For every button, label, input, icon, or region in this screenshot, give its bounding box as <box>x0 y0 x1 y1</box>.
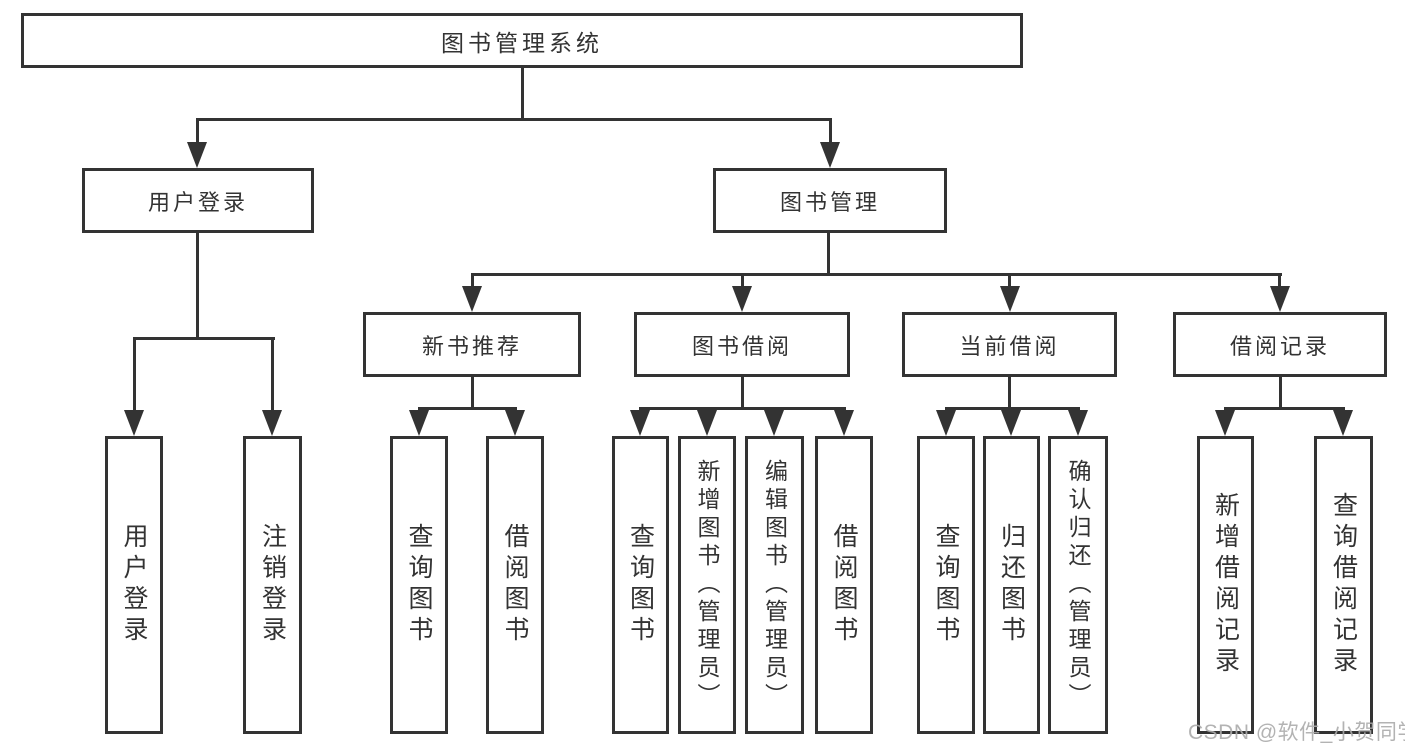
leaf-confirm-return-admin: 确认归还（管理员） <box>1048 436 1108 734</box>
leaf-label: 查询图书 <box>405 523 433 647</box>
node-label: 图书管理 <box>779 189 880 215</box>
arrowhead-to-leaf <box>1068 410 1088 436</box>
node-label: 新书推荐 <box>421 333 522 359</box>
leaf-label: 注销登录 <box>258 523 287 647</box>
node-label: 图书借阅 <box>691 333 792 359</box>
arrowhead-to-leaf-logout <box>262 410 282 436</box>
arrowhead-to-leaf-user-login <box>124 410 144 436</box>
leaf-query-books-borrow: 查询图书 <box>612 436 669 734</box>
leaf-query-books-current: 查询图书 <box>917 436 975 734</box>
leaf-label: 借阅图书 <box>501 523 529 647</box>
connector-book-management-stem <box>827 233 830 273</box>
connector-borrow-record-branch <box>1224 407 1345 410</box>
arrowhead-to-leaf <box>834 410 854 436</box>
leaf-add-borrow-record: 新增借阅记录 <box>1197 436 1254 734</box>
arrowhead-to-leaf <box>409 410 429 436</box>
connector-user-login-branch <box>133 337 275 340</box>
connector-book-management-branch <box>471 273 1282 276</box>
arrowhead-to-new-book-recommend <box>462 286 482 312</box>
connector-new-book-branch <box>418 407 517 410</box>
connector-arrow-stem <box>1278 273 1281 291</box>
arrowhead-to-leaf <box>1215 410 1235 436</box>
arrowhead-to-book-borrow <box>732 286 752 312</box>
leaf-edit-book-admin: 编辑图书（管理员） <box>745 436 804 734</box>
node-book-management: 图书管理 <box>713 168 947 233</box>
connector-arrow-stem <box>271 337 274 414</box>
node-label: 借阅记录 <box>1229 333 1330 359</box>
connector-root-stem <box>521 68 524 118</box>
leaf-label: 查询图书 <box>932 523 960 647</box>
leaf-query-borrow-record: 查询借阅记录 <box>1314 436 1373 734</box>
leaf-return-book: 归还图书 <box>983 436 1040 734</box>
leaf-borrow-books: 借阅图书 <box>815 436 873 734</box>
leaf-label: 归还图书 <box>997 523 1026 647</box>
arrowhead-to-borrow-record <box>1270 286 1290 312</box>
connector-arrow-stem <box>741 273 744 291</box>
leaf-label: 新增图书（管理员） <box>694 459 720 711</box>
arrowhead-to-user-login <box>187 142 207 168</box>
leaf-label: 借阅图书 <box>830 523 858 647</box>
node-label: 用户登录 <box>147 189 248 215</box>
leaf-user-login: 用户登录 <box>105 436 163 734</box>
connector-book-borrow-branch <box>639 407 846 410</box>
connector-arrow-stem <box>133 337 136 414</box>
csdn-watermark: CSDN @软件_小贺同学 <box>1188 721 1405 744</box>
leaf-add-book-admin: 新增图书（管理员） <box>678 436 736 734</box>
node-label: 图书管理系统 <box>441 29 603 56</box>
leaf-borrow-books-recommend: 借阅图书 <box>486 436 544 734</box>
connector-current-borrow-stem <box>1008 377 1011 407</box>
connector-arrow-stem <box>471 273 474 291</box>
arrowhead-to-leaf <box>764 410 784 436</box>
leaf-label: 确认归还（管理员） <box>1065 459 1091 711</box>
arrowhead-to-leaf <box>936 410 956 436</box>
arrowhead-to-leaf <box>697 410 717 436</box>
node-current-borrow: 当前借阅 <box>902 312 1117 377</box>
arrowhead-to-current-borrow <box>1000 286 1020 312</box>
arrowhead-to-leaf <box>1333 410 1353 436</box>
leaf-logout: 注销登录 <box>243 436 302 734</box>
connector-arrow-stem <box>196 118 199 146</box>
node-book-borrow: 图书借阅 <box>634 312 850 377</box>
leaf-label: 查询图书 <box>626 523 655 647</box>
connector-book-borrow-stem <box>741 377 744 407</box>
node-user-login: 用户登录 <box>82 168 314 233</box>
connector-borrow-record-stem <box>1279 377 1282 407</box>
node-borrow-record: 借阅记录 <box>1173 312 1387 377</box>
leaf-query-books-recommend: 查询图书 <box>390 436 448 734</box>
arrowhead-to-book-management <box>820 142 840 168</box>
leaf-label: 编辑图书（管理员） <box>761 459 788 711</box>
node-label: 当前借阅 <box>959 333 1060 359</box>
node-new-book-recommend: 新书推荐 <box>363 312 581 377</box>
connector-root-branch <box>196 118 832 121</box>
connector-user-login-stem <box>196 233 199 337</box>
arrowhead-to-leaf <box>1001 410 1021 436</box>
leaf-label: 用户登录 <box>120 523 148 647</box>
node-library-management-system: 图书管理系统 <box>21 13 1023 68</box>
connector-arrow-stem <box>1008 273 1011 291</box>
connector-arrow-stem <box>829 118 832 146</box>
leaf-label: 查询借阅记录 <box>1329 492 1358 678</box>
leaf-label: 新增借阅记录 <box>1211 492 1240 678</box>
arrowhead-to-leaf <box>505 410 525 436</box>
connector-new-book-stem <box>471 377 474 407</box>
arrowhead-to-leaf <box>630 410 650 436</box>
